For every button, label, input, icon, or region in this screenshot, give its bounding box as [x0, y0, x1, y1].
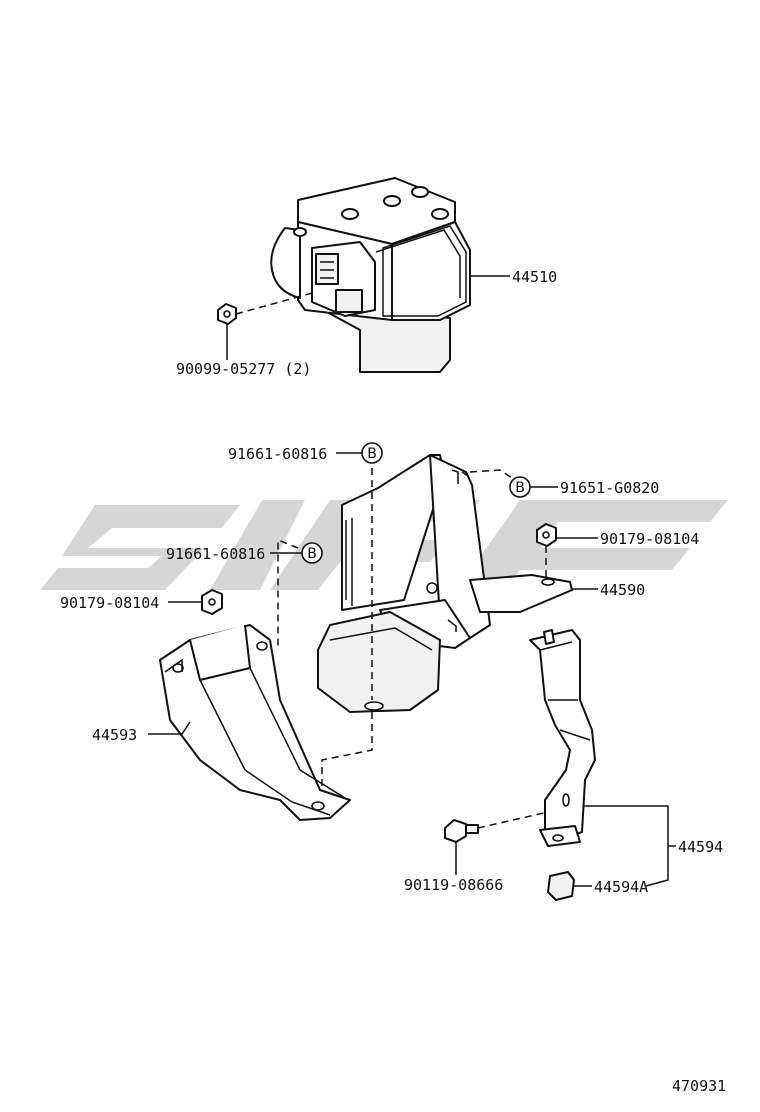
ref-marker-upper: B: [361, 442, 383, 464]
nut-right[interactable]: [536, 523, 557, 580]
label-90179-08104-left[interactable]: 90179-08104: [60, 594, 159, 612]
bracket-right[interactable]: [529, 629, 596, 847]
label-91661-60816-lower[interactable]: 91661-60816: [166, 545, 265, 563]
svg-text:B: B: [367, 446, 377, 462]
label-44510[interactable]: 44510: [512, 268, 557, 286]
svg-text:B: B: [307, 546, 317, 562]
nut-left[interactable]: [201, 589, 223, 615]
cushion[interactable]: [547, 871, 575, 901]
actuator-bolt[interactable]: [217, 291, 317, 360]
label-91651-G0820[interactable]: 91651-G0820: [560, 479, 659, 497]
label-91661-60816-upper[interactable]: 91661-60816: [228, 445, 327, 463]
alignment-lines: [277, 468, 516, 790]
label-90099-05277[interactable]: 90099-05277 (2): [176, 360, 311, 378]
bracket-left[interactable]: [159, 624, 351, 821]
bolt-bottom[interactable]: [444, 811, 549, 875]
label-44594[interactable]: 44594: [678, 838, 723, 856]
ref-marker-left: B: [301, 542, 323, 564]
svg-text:B: B: [515, 480, 525, 496]
label-90179-08104-right[interactable]: 90179-08104: [600, 530, 699, 548]
mount-block[interactable]: [317, 611, 441, 713]
label-44594A[interactable]: 44594A: [594, 878, 648, 896]
label-90119-08666[interactable]: 90119-08666: [404, 876, 503, 894]
label-44590[interactable]: 44590: [600, 581, 645, 599]
abs-actuator[interactable]: [270, 177, 471, 373]
diagram-number: 470931: [672, 1077, 726, 1095]
leader-lines: [148, 275, 676, 887]
label-44593[interactable]: 44593: [92, 726, 137, 744]
ref-marker-right: B: [509, 476, 531, 498]
bracket-main[interactable]: [341, 454, 573, 649]
